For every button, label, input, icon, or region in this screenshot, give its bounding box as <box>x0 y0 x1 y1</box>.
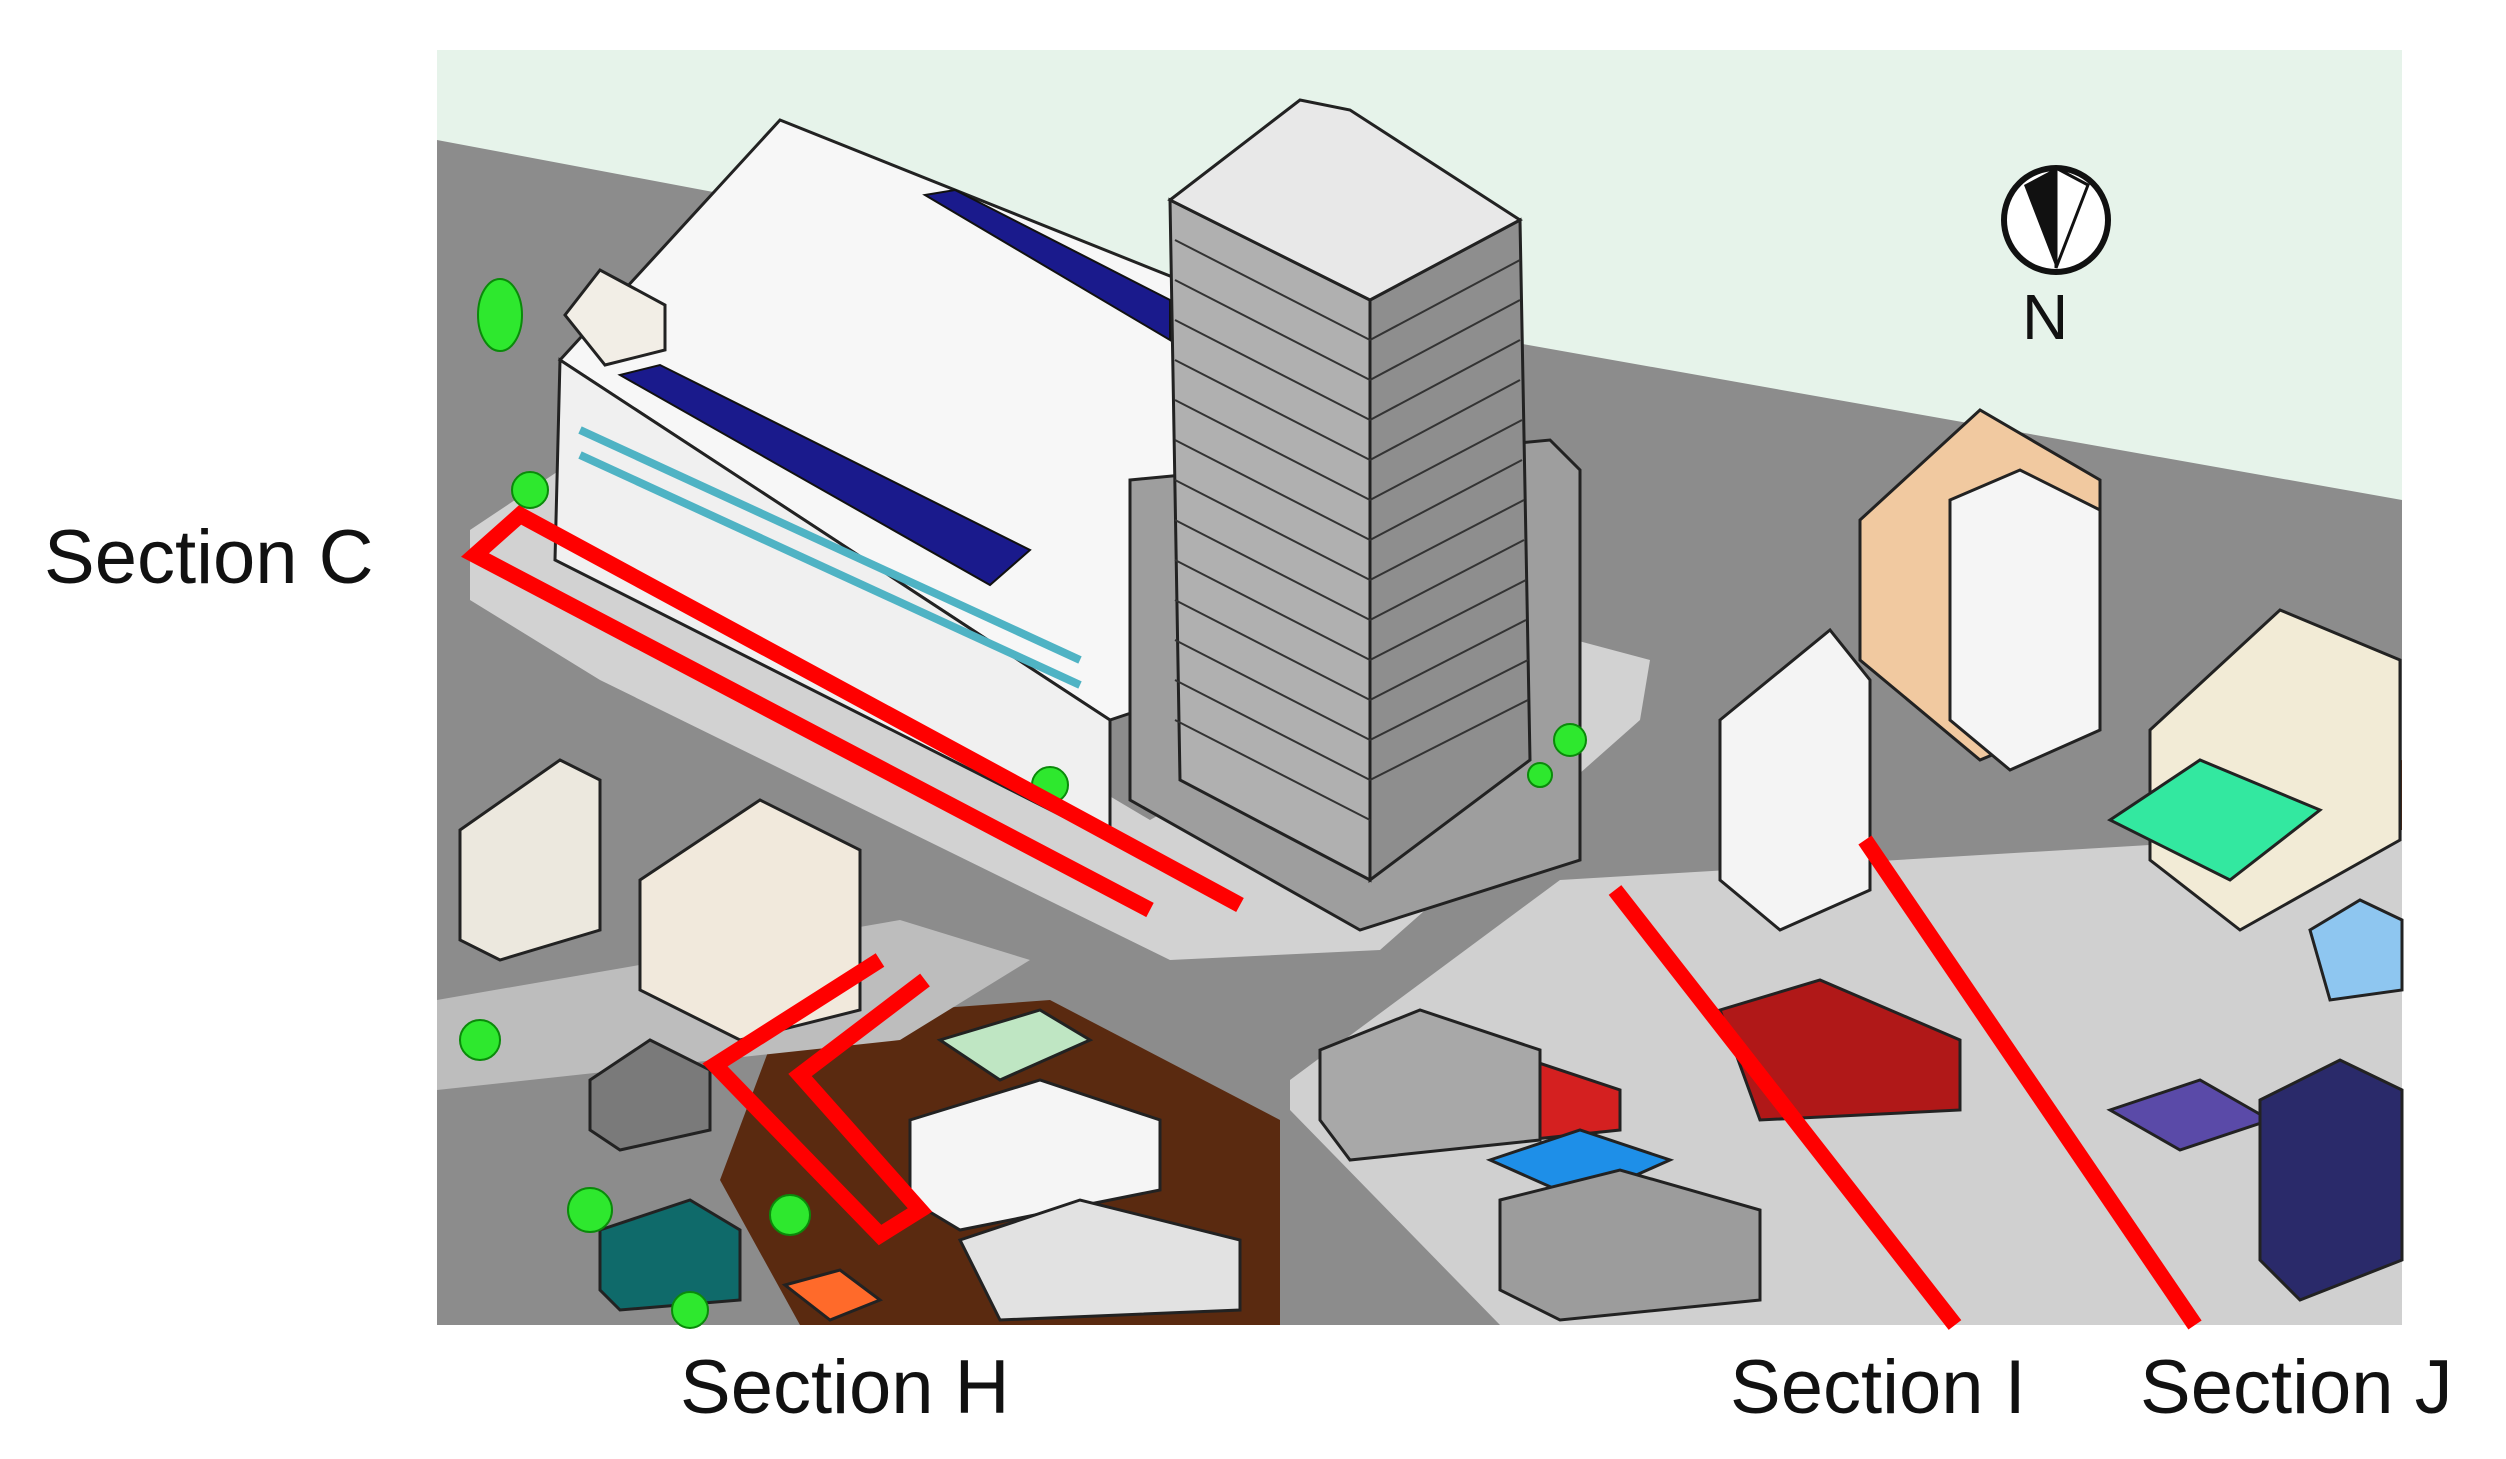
red-roof-block-2 <box>1718 978 1962 1122</box>
section-i-label: Section I <box>1730 1345 2026 1430</box>
north-arrow-icon <box>2001 165 2111 275</box>
left-building-bottom <box>957 1198 1242 1322</box>
section-i-line <box>1608 885 1962 1330</box>
section-lines <box>461 505 2202 1330</box>
left-building-green-roof <box>936 1008 1094 1082</box>
tower-roof <box>1167 98 1523 302</box>
solar-panel-1 <box>617 363 1032 587</box>
trees <box>459 278 1587 1329</box>
left-apartment-1 <box>458 758 602 962</box>
section-j-label: Section J <box>2140 1345 2453 1430</box>
light-blue-house <box>2308 898 2404 1002</box>
mall-window-band-1 <box>578 426 1082 664</box>
section-h-label: Section H <box>680 1345 1010 1430</box>
north-label: N <box>2022 281 2069 353</box>
gray-block-1 <box>1318 1008 1542 1162</box>
section-j-line <box>1858 835 2202 1330</box>
green-roof <box>2107 758 2323 882</box>
right-mid-building <box>1718 627 1872 932</box>
left-house-1 <box>588 1038 712 1152</box>
tower-floor-lines <box>1174 239 1529 821</box>
left-apartment-2 <box>638 798 862 1042</box>
section-h-line <box>702 953 933 1246</box>
far-right-houses <box>2258 1058 2404 1302</box>
gray-block-2 <box>1498 1168 1762 1322</box>
solar-panel-2 <box>922 188 1171 342</box>
rooftop-stair-box <box>563 268 667 367</box>
left-house-2 <box>598 1198 742 1312</box>
mall-window-band-2 <box>578 451 1082 689</box>
orange-roof-house <box>781 1268 884 1322</box>
section-c-label: Section C <box>44 515 374 600</box>
section-c-line <box>461 505 1244 918</box>
tower-front <box>1168 197 1372 883</box>
right-apartment-white <box>1948 468 2102 772</box>
